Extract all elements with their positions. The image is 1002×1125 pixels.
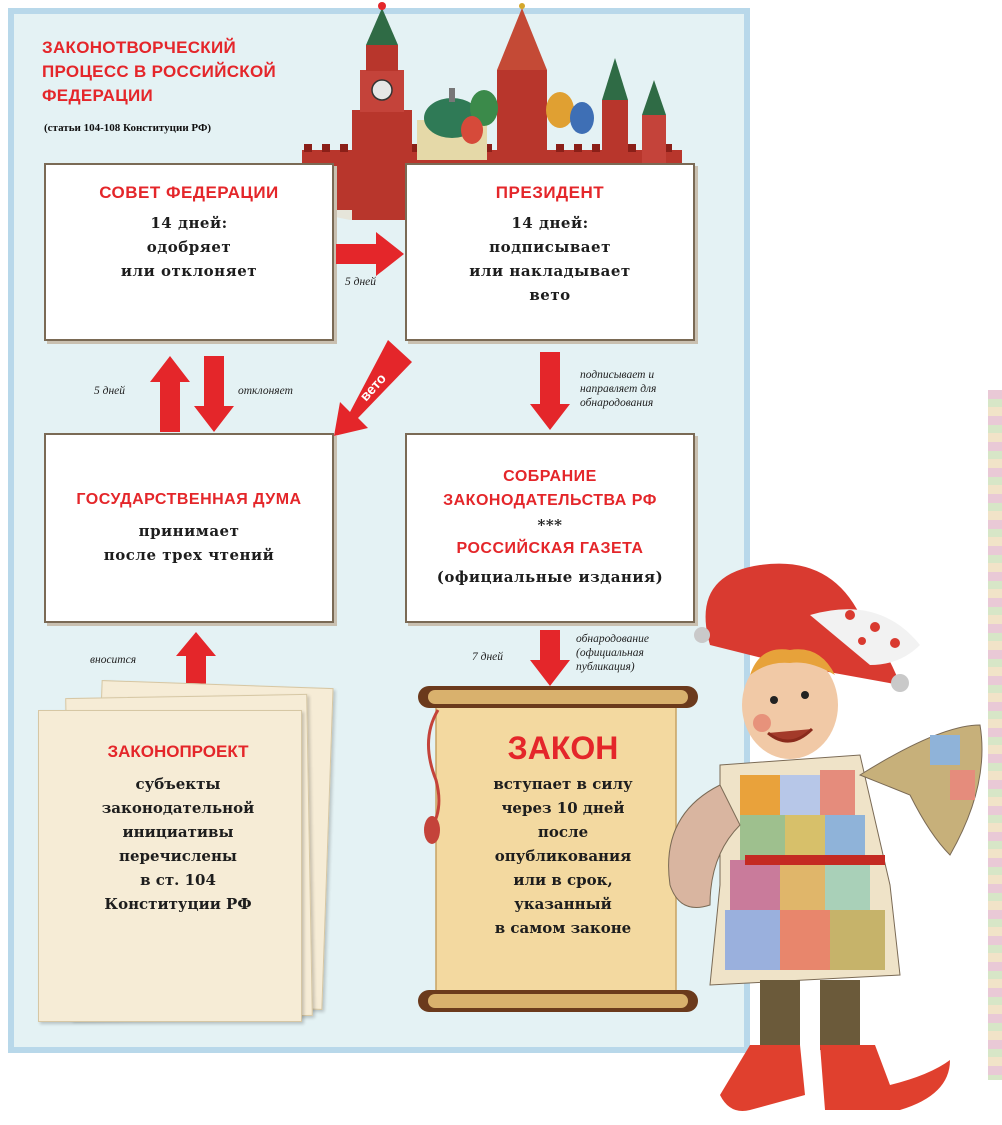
note-signs-line-3: обнародования	[580, 397, 654, 409]
note-signs: подписывает и направляет для обнародован…	[580, 368, 656, 410]
jester-illustration	[668, 563, 983, 1111]
page-title: ЗАКОНОТВОРЧЕСКИЙ ПРОЦЕСС В РОССИЙСКОЙ ФЕ…	[42, 36, 342, 108]
note-rejects: отклоняет	[238, 385, 293, 397]
bill-line-2: законодательной	[101, 799, 255, 817]
note-publication-line-1: обнародование	[576, 633, 649, 645]
law-line-1: вступает в силу	[493, 775, 633, 793]
arrow-sovet-to-president	[336, 232, 404, 276]
official-editions-label: (официальные издания)	[436, 568, 664, 586]
title-line-3: ФЕДЕРАЦИИ	[42, 86, 153, 105]
federation-council-line-2: одобряет	[146, 238, 232, 256]
note-signs-line-1: подписывает и	[580, 369, 655, 381]
note-7-days: 7 дней	[472, 651, 504, 663]
page-edge-decoration	[988, 390, 1002, 1080]
rossiyskaya-gazeta-heading: РОССИЙСКАЯ ГАЗЕТА	[456, 540, 644, 557]
legislation-collection-heading-2: ЗАКОНОДАТЕЛЬСТВА РФ	[443, 492, 657, 509]
arrow-duma-to-sovet	[150, 356, 190, 432]
president-heading: ПРЕЗИДЕНТ	[495, 183, 605, 202]
scroll-graphic	[418, 686, 698, 1012]
arrow-bill-to-duma	[176, 632, 216, 686]
note-introduced: вносится	[90, 654, 137, 666]
bill-line-1: субъекты	[135, 775, 221, 793]
law-line-7: в самом законе	[494, 919, 632, 937]
note-signs-line-2: направляет для	[580, 383, 657, 395]
president-box: ПРЕЗИДЕНТ 14 дней: подписывает или накла…	[405, 163, 695, 341]
federation-council-line-3: или отклоняет	[120, 262, 258, 280]
page-subtitle: (статьи 104-108 Конституции РФ)	[44, 122, 212, 134]
note-5-days-president: 5 дней	[345, 276, 377, 288]
state-duma-line-2: после трех чтений	[103, 546, 275, 564]
bill-paper-stack: ЗАКОНОПРОЕКТ субъекты законодательной ин…	[38, 680, 334, 1022]
state-duma-heading: ГОСУДАРСТВЕННАЯ ДУМА	[76, 491, 302, 508]
bill-line-3: инициативы	[122, 823, 234, 841]
federation-council-heading: СОВЕТ ФЕДЕРАЦИИ	[99, 183, 279, 202]
arrow-publication-to-law	[530, 630, 570, 686]
bill-heading: ЗАКОНОПРОЕКТ	[107, 742, 249, 761]
state-duma-box: ГОСУДАРСТВЕННАЯ ДУМА принимает после тре…	[44, 433, 334, 623]
federation-council-box: СОВЕТ ФЕДЕРАЦИИ 14 дней: одобряет или от…	[44, 163, 334, 341]
title-line-1: ЗАКОНОТВОРЧЕСКИЙ	[42, 38, 236, 57]
president-line-1: 14 дней:	[511, 214, 589, 232]
note-publication-line-2: (официальная	[576, 647, 644, 659]
president-line-3: или накладывает	[469, 262, 631, 280]
federation-council-line-1: 14 дней:	[150, 214, 228, 232]
law-heading: ЗАКОН	[507, 730, 619, 766]
president-line-2: подписывает	[489, 238, 611, 256]
law-line-3: после	[537, 823, 589, 841]
paper-sheet-front	[38, 710, 302, 1022]
legislation-collection-box: СОБРАНИЕ ЗАКОНОДАТЕЛЬСТВА РФ *** РОССИЙС…	[405, 433, 695, 623]
arrow-president-to-publication	[530, 352, 570, 430]
bill-line-4: перечислены	[119, 847, 237, 865]
arrow-sovet-rejects-to-duma	[194, 356, 234, 432]
bill-line-5: в ст. 104	[140, 871, 216, 889]
separator-stars: ***	[537, 516, 563, 534]
note-5-days-sovet: 5 дней	[94, 385, 126, 397]
arrow-veto: вето	[334, 340, 412, 436]
president-line-4: вето	[529, 286, 571, 304]
state-duma-line-1: принимает	[138, 522, 240, 540]
title-line-2: ПРОЦЕСС В РОССИЙСКОЙ	[42, 62, 277, 81]
law-scroll: ЗАКОН вступает в силу через 10 дней посл…	[408, 680, 708, 1020]
law-line-5: или в срок,	[513, 871, 613, 889]
law-line-4: опубликования	[494, 847, 632, 865]
bill-content: ЗАКОНОПРОЕКТ субъекты законодательной ин…	[58, 742, 298, 916]
bill-line-6: Конституции РФ	[104, 895, 252, 913]
law-line-6: указанный	[514, 895, 612, 913]
note-publication: обнародование (официальная публикация)	[576, 632, 649, 674]
law-content: ЗАКОН вступает в силу через 10 дней посл…	[448, 728, 678, 940]
legislation-collection-heading-1: СОБРАНИЕ	[503, 468, 597, 485]
note-publication-line-3: публикация)	[576, 661, 635, 673]
law-line-2: через 10 дней	[501, 799, 625, 817]
